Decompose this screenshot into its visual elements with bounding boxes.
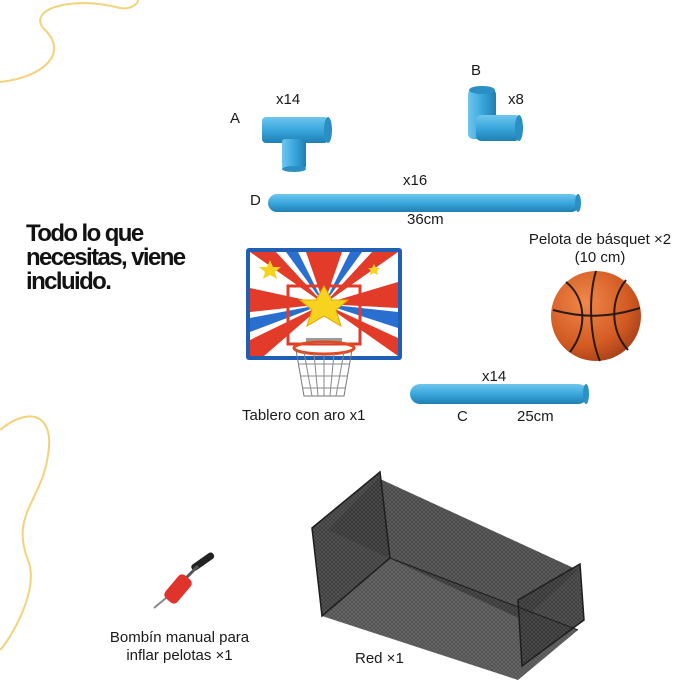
part-c-length: 25cm: [517, 408, 554, 425]
part-b-letter: B: [471, 62, 482, 79]
part-a-qty: x14: [276, 91, 301, 108]
ball-label-line-1: Pelota de básquet ×2: [528, 231, 672, 248]
ball-label: Pelota de básquet ×2 (10 cm): [510, 231, 690, 267]
headline-line-3: incluido.: [26, 268, 112, 295]
headline-line-2: necesitas, viene: [26, 244, 186, 271]
part-c-qty: x14: [482, 368, 507, 385]
t-connector-icon: [262, 117, 332, 172]
net-icon: [311, 470, 585, 680]
part-b-qty: x8: [508, 91, 524, 108]
pump-label-line-1: Bombín manual para: [109, 629, 250, 646]
pump-label: Bombín manual para inflar pelotas ×1: [92, 629, 267, 665]
headline-line-1: Todo lo que: [26, 220, 144, 247]
pipe-long-icon: [268, 194, 581, 212]
part-d-letter: D: [250, 192, 261, 209]
pump-label-line-2: inflar pelotas ×1: [126, 647, 233, 664]
part-d-qty: x16: [403, 172, 428, 189]
headline: Todo lo que necesitas, viene incluido.: [26, 222, 226, 294]
ball-label-line-2: (10 cm): [574, 249, 626, 266]
part-d-length: 36cm: [407, 211, 444, 228]
part-c-letter: C: [457, 408, 468, 425]
hand-pump-icon: [153, 552, 215, 609]
basketball-icon: [551, 270, 641, 362]
backboard-hoop-icon: [246, 248, 402, 397]
backboard-label: Tablero con aro x1: [242, 407, 366, 424]
pipe-short-icon: [410, 384, 589, 404]
elbow-connector-icon: [468, 86, 523, 141]
net-label: Red ×1: [355, 650, 404, 667]
part-a-letter: A: [230, 110, 241, 127]
